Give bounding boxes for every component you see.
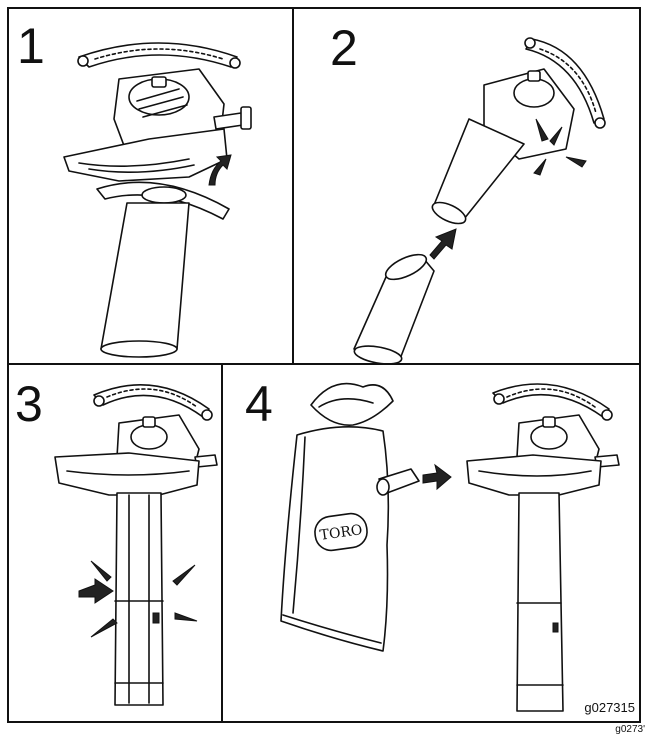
step-1-illustration	[63, 42, 252, 358]
figure-code: g027315	[584, 700, 635, 715]
arrow-insert-icon	[429, 228, 457, 260]
tube	[100, 202, 190, 350]
handle	[78, 42, 238, 68]
panel-step-2: 2	[294, 9, 639, 365]
blower-body	[54, 452, 200, 496]
step-number: 1	[17, 18, 45, 74]
step-3-illustration	[54, 383, 218, 706]
panel-step-1: 1	[9, 9, 294, 365]
tube	[516, 492, 564, 712]
collar	[96, 181, 230, 220]
tube	[114, 492, 164, 706]
handle	[525, 38, 605, 124]
panel-step-3: 3	[9, 365, 223, 721]
arrow-right-icon	[78, 578, 114, 604]
step-number: 3	[15, 376, 43, 432]
arrow-right-icon	[422, 463, 452, 491]
bag-logo-badge	[314, 512, 368, 552]
step-number: 4	[245, 376, 273, 432]
blower-body	[63, 128, 228, 182]
corner-code: g0273'	[615, 724, 645, 735]
arrow-up-icon	[208, 154, 232, 186]
panel-step-4: 4 TORO	[223, 365, 639, 721]
step-2-illustration	[353, 37, 606, 363]
step-4-illustration: TORO	[280, 382, 620, 712]
figure-frame: 1 2	[7, 7, 641, 723]
step-number: 2	[330, 20, 358, 76]
blower-body	[466, 454, 602, 496]
bag-strap	[310, 382, 394, 426]
bag-logo-text: TORO	[319, 522, 364, 544]
